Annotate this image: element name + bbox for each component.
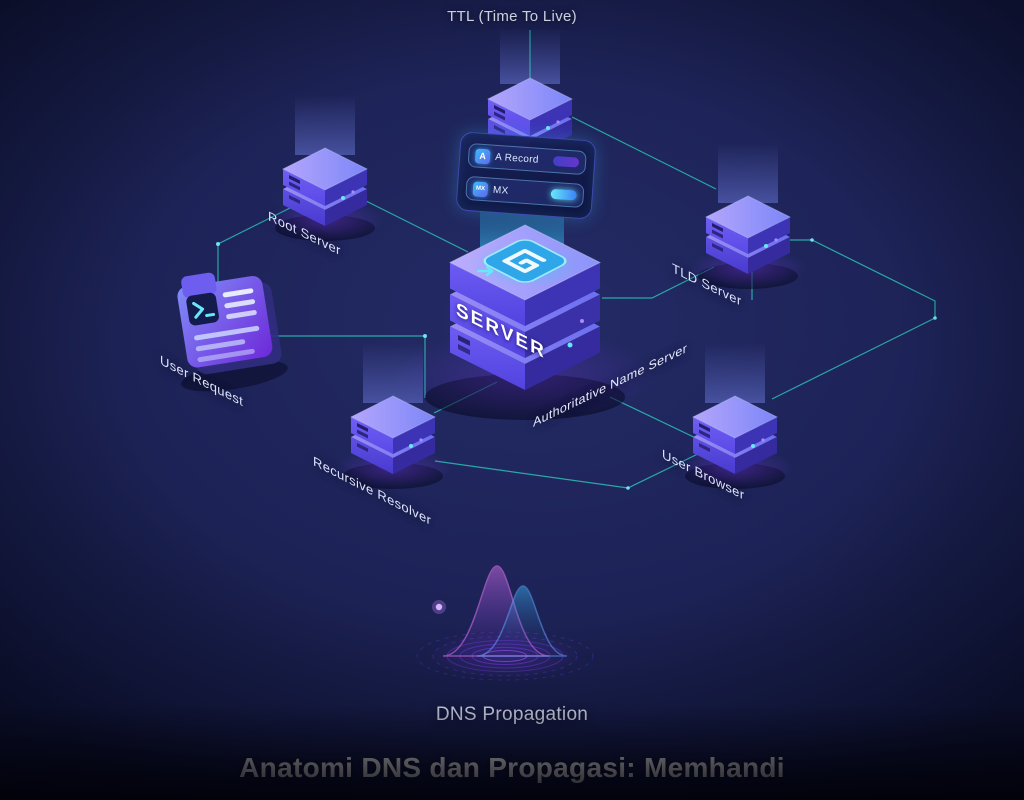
authoritative-server: [395, 224, 655, 420]
tld-server: [689, 195, 807, 290]
a-record-value-pill: [552, 155, 580, 168]
a-record-icon: A: [474, 147, 491, 164]
connector-dots: [216, 238, 937, 490]
dns-propagation-label: DNS Propagation: [435, 704, 589, 725]
user-request-browser: [177, 272, 288, 392]
a-record-label: A Record: [494, 151, 540, 166]
dns-propagation-wave: [416, 565, 594, 681]
dns-records-panel: A A Record MX MX: [455, 131, 597, 220]
ttl-label: TTL (Time To Live): [447, 8, 577, 25]
a-record-row: A A Record: [467, 142, 587, 176]
arrow-icon: [476, 265, 494, 277]
mx-record-icon: MX: [472, 180, 489, 197]
mx-record-row: MX MX: [465, 175, 585, 209]
mx-record-label: MX: [492, 184, 509, 197]
mx-record-value-pill: [550, 188, 578, 201]
page-title: Anatomi DNS dan Propagasi: Memhandi: [239, 752, 785, 783]
spiral-chip-icon: [483, 239, 567, 283]
terminal-icon: [186, 292, 219, 326]
